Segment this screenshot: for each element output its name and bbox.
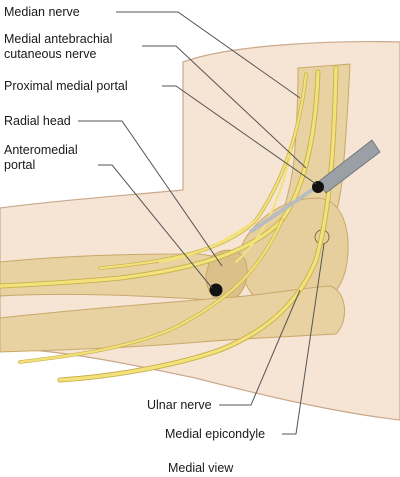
leader-medial-epicondyle <box>282 243 325 435</box>
leader-anteromedial-portal <box>98 164 213 289</box>
leader-medial-antebrachial <box>142 45 307 169</box>
leader-radial-head <box>78 120 223 267</box>
label-medial-antebrachial-line2: cutaneous nerve <box>4 47 97 61</box>
leader-median-nerve <box>116 11 301 99</box>
proximal-medial-portal-dot <box>312 181 324 193</box>
nerves <box>0 65 339 383</box>
label-median-nerve: Median nerve <box>4 5 80 19</box>
leader-ulnar-nerve <box>219 289 301 406</box>
arthroscope-instrument <box>248 139 381 234</box>
leader-lines <box>78 11 325 435</box>
anteromedial-portal-dot <box>209 283 223 297</box>
label-radial-head: Radial head <box>4 114 71 128</box>
label-anteromedial-portal-line1: Anteromedial <box>4 143 78 157</box>
leader-proximal-medial-portal <box>162 85 317 185</box>
label-medial-antebrachial-line1: Medial antebrachial <box>4 32 113 46</box>
label-ulnar-nerve: Ulnar nerve <box>147 398 212 412</box>
label-proximal-medial-portal: Proximal medial portal <box>4 79 128 93</box>
figure-caption: Medial view <box>168 461 234 475</box>
ulna-bone <box>0 285 346 353</box>
label-medial-epicondyle: Medial epicondyle <box>165 427 266 441</box>
label-anteromedial-portal-line2: portal <box>4 158 36 172</box>
